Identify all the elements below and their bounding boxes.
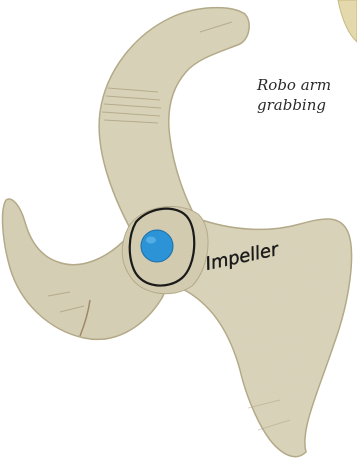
hub-dot — [141, 230, 173, 262]
caption-line-1: Robo arm — [257, 75, 357, 95]
blade-upper — [99, 8, 249, 232]
caption-line-2: grabbing — [257, 95, 357, 115]
corner-accent — [338, 0, 357, 42]
caption: Robo arm grabbing — [257, 75, 357, 115]
